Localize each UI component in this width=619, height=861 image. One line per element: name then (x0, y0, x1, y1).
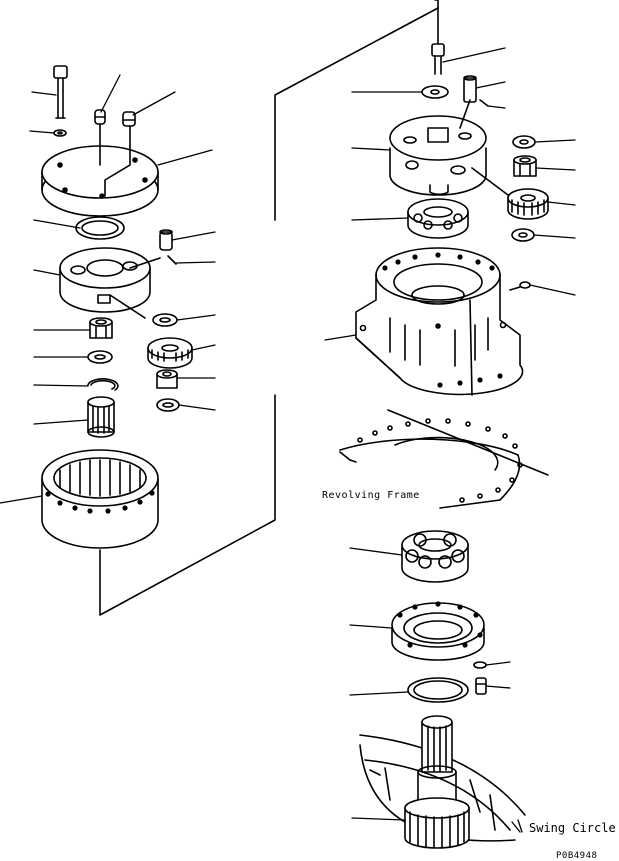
small-washer-top-left (53, 129, 67, 137)
snap-ring-left (87, 378, 119, 391)
thrust-washer-left-2 (156, 398, 180, 412)
plug-b (122, 111, 136, 127)
thrust-washer-right-1 (512, 135, 536, 149)
left-leader-lines (0, 74, 216, 504)
planet-gear-left (147, 337, 193, 369)
thrust-washer-left-1 (152, 313, 178, 327)
oil-seal-lower (407, 677, 469, 703)
drawing-number: P0B4948 (556, 851, 597, 861)
sun-gear-left (87, 396, 115, 438)
roller-bearing-lower (401, 530, 469, 583)
swing-circle-label: Swing Circle (529, 821, 616, 835)
needle-bearing-right (513, 155, 537, 177)
pinion-case (391, 601, 485, 661)
connector-lines (99, 0, 549, 616)
lock-washer-lower (473, 661, 487, 669)
swing-circle (359, 734, 526, 842)
pin-right (463, 75, 489, 107)
needle-bearing-left-1 (89, 317, 113, 339)
plug-a (94, 109, 106, 125)
top-bolt-right (431, 43, 445, 75)
ring-gear-left (41, 449, 159, 549)
needle-bearing-left-2 (156, 369, 178, 389)
planet-gear-right (471, 167, 549, 220)
revolving-frame-label: Revolving Frame (322, 490, 420, 501)
swing-machinery-housing (355, 247, 531, 396)
revolving-frame (339, 418, 523, 509)
right-leader-lines (324, 47, 576, 833)
long-bolt (53, 65, 68, 119)
planet-carrier-left (59, 247, 151, 319)
bolt-lower (475, 677, 487, 695)
roller-bearing-right (407, 198, 469, 239)
planet-carrier-right (389, 99, 487, 196)
swing-pinion-shaft (404, 715, 470, 849)
thrust-washer-right-top (421, 85, 449, 99)
thrust-washer-right-2 (511, 228, 535, 242)
seal-ring-left (75, 216, 125, 240)
breather-plug (509, 281, 531, 291)
pin-left (129, 229, 177, 269)
spacer-ring-left (87, 350, 113, 364)
cover-plate (41, 124, 159, 217)
